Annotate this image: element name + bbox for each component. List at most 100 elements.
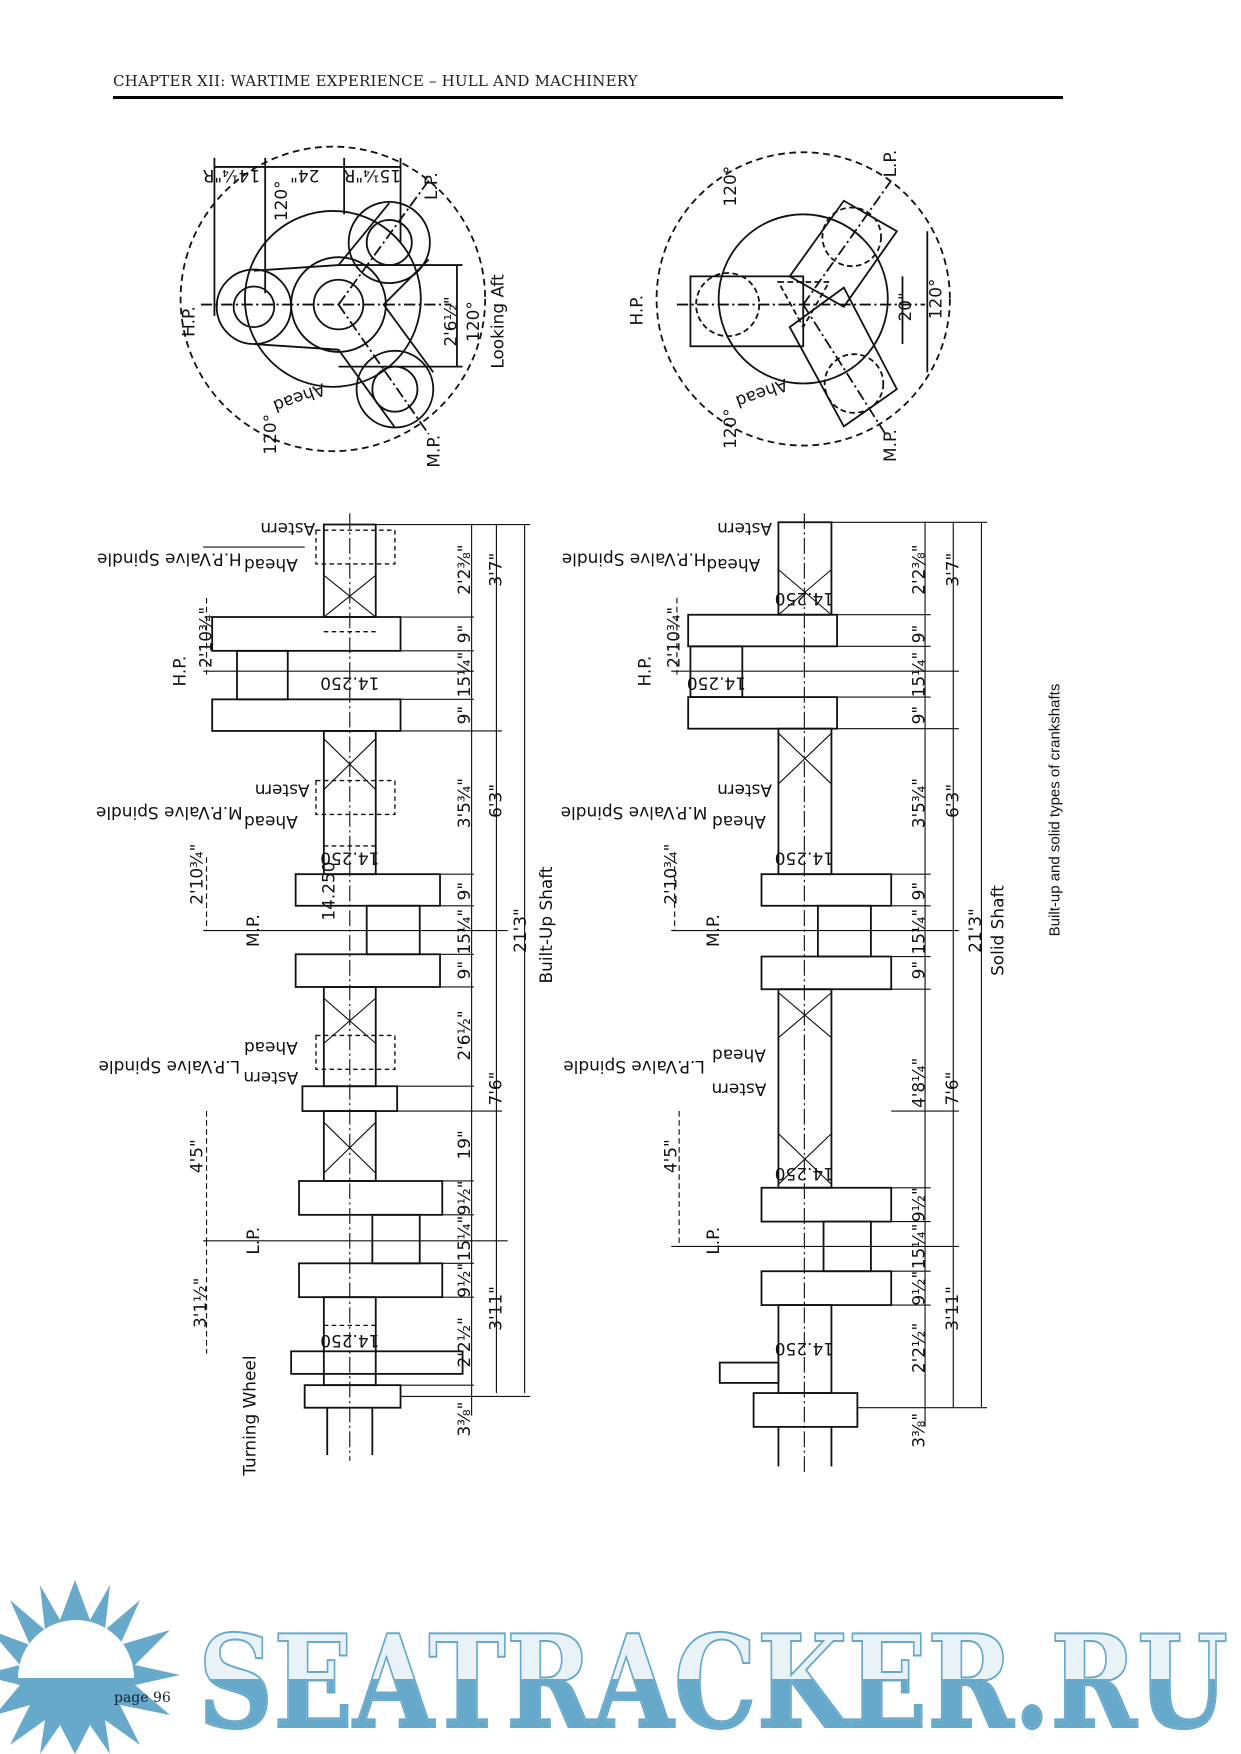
drawing-label: 6'3" — [485, 784, 505, 818]
drawing-label: 4'8¼" — [908, 1058, 928, 1108]
drawing-label: L.P.Valve Spindle — [563, 1057, 705, 1077]
drawing-label: Ahead — [706, 555, 760, 575]
drawing-label: 3'11" — [942, 1286, 962, 1331]
seatracker-logo: SEATRACKER.RU SEATRACKER.RU — [0, 1580, 1238, 1754]
drawing-label: 9" — [908, 961, 928, 980]
drawing-label: 9½" — [454, 1180, 474, 1215]
drawing-label: 15¼" — [454, 909, 474, 955]
drawing-label: 3'5¾" — [908, 778, 928, 828]
built-up-end-view — [179, 145, 487, 453]
drawing-label: 3'7" — [485, 553, 505, 587]
drawing-label: 14.250 — [687, 673, 746, 693]
drawing-label: 19" — [454, 1130, 474, 1159]
drawing-label: 15¼" — [454, 1216, 474, 1262]
drawing-label: Astern — [243, 1068, 298, 1088]
drawing-label: 9½" — [908, 1187, 928, 1222]
drawing-label: H.P. — [626, 295, 646, 326]
drawing-label: Astern — [717, 781, 772, 801]
drawing-label: 9" — [454, 961, 474, 980]
drawing-label: 6'3" — [942, 784, 962, 818]
drawing-label: H.P.Valve Spindle — [97, 549, 242, 569]
drawing-label: 2'10¾" — [664, 607, 684, 668]
drawing-label: 14.250 — [775, 848, 834, 868]
drawing-label: H.P. — [634, 656, 654, 687]
drawing-label: 14.250 — [318, 862, 338, 921]
drawing-label: 14.250 — [320, 848, 379, 868]
drawing-label: 2'6½" — [454, 1010, 474, 1060]
drawing-label: 3'1½" — [190, 1278, 210, 1328]
drawing-label: 4'5" — [660, 1139, 680, 1173]
drawing-label: Turning Wheel — [240, 1355, 260, 1476]
drawing-label: Ahead — [244, 812, 298, 832]
drawing-label: Ahead — [733, 375, 790, 412]
drawing-label: 9" — [908, 882, 928, 901]
drawing-label: L.P. — [243, 1227, 263, 1255]
drawing-label: H.P. — [170, 656, 190, 687]
drawing-label: 20" — [895, 292, 915, 321]
drawing-label: H.P.Valve Spindle — [562, 549, 707, 569]
drawing-label: 14.250 — [320, 1331, 379, 1351]
drawing-label: 14.250 — [775, 1339, 834, 1359]
drawing-label: Ahead — [244, 555, 298, 575]
drawing-label: 2'6½" — [440, 296, 460, 346]
drawing-label: 2'2½" — [908, 1323, 928, 1373]
drawing-label: 2'2⅜" — [908, 544, 928, 594]
drawing-label: 120° — [260, 414, 280, 455]
drawing-label: 9½" — [908, 1271, 928, 1306]
drawing-label: 15¼" — [908, 652, 928, 698]
drawing-label: L.P. — [880, 150, 900, 178]
drawing-label: M.P. — [880, 429, 900, 462]
drawing-label: 14¼"R — [202, 166, 260, 186]
drawing-label: Ahead — [712, 1046, 766, 1066]
header-rule — [113, 96, 1063, 99]
drawing-label: L.P. — [421, 172, 441, 200]
drawing-label: 15¼"R — [343, 166, 401, 186]
drawing-lines — [179, 145, 988, 1473]
figure-caption: Built-up and solid types of crankshafts — [1046, 683, 1064, 937]
drawing-label: 3⅜" — [454, 1402, 474, 1437]
drawing-label: 2'10¾" — [196, 607, 216, 668]
drawing-label: Built-Up Shaft — [536, 866, 556, 983]
drawing-label: 120° — [720, 408, 740, 449]
drawing-label: 9" — [908, 625, 928, 644]
watermark-text: SEATRACKER.RU — [198, 1608, 1228, 1754]
drawing-label: 3'11" — [485, 1286, 505, 1331]
drawing-label: 15¼" — [454, 652, 474, 698]
drawing-label: 120° — [463, 301, 483, 342]
drawing-label: 15¼" — [908, 1224, 928, 1270]
solid-end-view — [655, 151, 951, 447]
drawing-label: H.P. — [179, 306, 199, 337]
drawing-label: Ahead — [244, 1038, 298, 1058]
drawing-label: 9" — [454, 625, 474, 644]
drawing-label: Ahead — [271, 379, 328, 416]
drawing-label: Astern — [712, 1079, 767, 1099]
drawing-labels: H.P.M.P.L.P.Looking AftAhead120°120°120°… — [96, 150, 1007, 1477]
drawing-label: 2'10¾" — [660, 844, 680, 905]
drawing-label: M.P. — [243, 914, 263, 947]
drawing-label: Astern — [255, 781, 310, 801]
drawing-label: Solid Shaft — [987, 885, 1007, 976]
drawing-label: Looking Aft — [488, 274, 508, 369]
drawing-label: 21'3" — [510, 908, 530, 953]
drawing-label: 14.250 — [775, 589, 834, 609]
drawing-label: 3'5¾" — [454, 778, 474, 828]
drawing-label: 4'5" — [187, 1139, 207, 1173]
drawing-label: 24" — [290, 166, 319, 186]
drawing-label: 120° — [720, 166, 740, 207]
drawing-label: 120° — [271, 180, 291, 221]
drawing-label: 9" — [454, 706, 474, 725]
drawing-label: 2'2½" — [454, 1317, 474, 1367]
drawing-label: M.P.Valve Spindle — [96, 803, 243, 823]
drawing-label: 2'10¾" — [187, 844, 207, 905]
drawing-label: 14.250 — [320, 673, 379, 693]
drawing-label: 9" — [908, 706, 928, 725]
solid-shaft-body — [671, 513, 988, 1473]
chapter-header: CHAPTER XII: WARTIME EXPERIENCE – HULL A… — [113, 72, 638, 90]
drawing-label: 14.250 — [775, 1164, 834, 1184]
drawing-label: 3'7" — [942, 553, 962, 587]
drawing-label: M.P.Valve Spindle — [561, 803, 708, 823]
page-number: page 96 — [114, 1690, 171, 1706]
drawing-label: 9½" — [454, 1263, 474, 1298]
